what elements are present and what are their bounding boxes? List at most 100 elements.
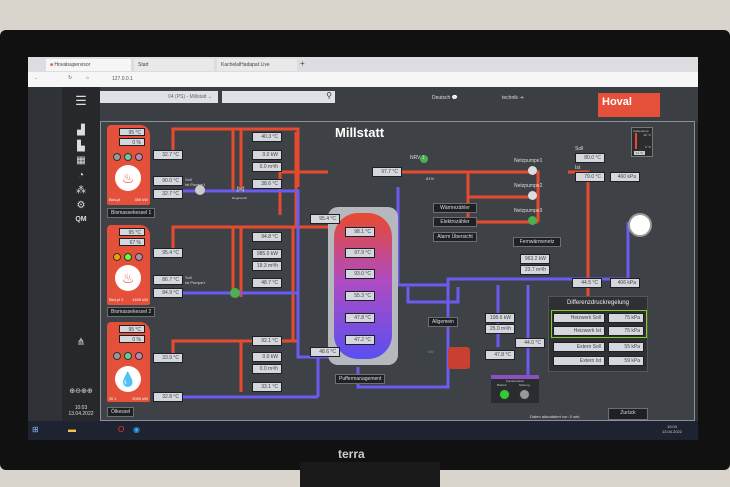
boiler-model: BioLyt 2	[109, 297, 124, 302]
boiler-model: BioLyt	[109, 197, 120, 202]
general-button[interactable]: Allgemein	[428, 317, 458, 327]
qm-link[interactable]: QM	[75, 216, 87, 223]
grid-icon[interactable]: ⁂	[76, 185, 86, 196]
diff-row-value: 55 kPa	[608, 342, 644, 352]
aux-temp: 47.8 °C	[485, 350, 515, 360]
diff-row-value: 75 kPa	[608, 326, 644, 336]
diff-row-label: Heizwerk Ist	[553, 326, 605, 336]
network-pump-2-icon[interactable]	[528, 191, 537, 200]
network-ist-temp: 79.0 °C	[575, 172, 605, 182]
status-lamp	[113, 153, 121, 161]
aux-temp: 44.0 °C	[515, 338, 545, 348]
oil-boiler[interactable]: 95 °C 0 % 💧 Öl 1 2000 kW	[107, 322, 150, 402]
value: 985.0 kW	[252, 249, 282, 259]
diff-row-label: Extern Ist	[553, 356, 605, 366]
network-pump-1-icon[interactable]	[528, 166, 537, 175]
boiler-2-button[interactable]: Biomassekessel 2	[107, 307, 156, 317]
boiler-temp: 95 °C	[119, 325, 145, 333]
tab-label: Start	[138, 62, 149, 68]
tab-hovalsupervisor[interactable]: ■ Hovalsupervisor	[46, 59, 131, 71]
gear-icon[interactable]: ⚙	[76, 200, 86, 211]
url-field[interactable]: 127.0.0.1	[112, 76, 133, 82]
valve-icon[interactable]: ⋈	[236, 184, 245, 194]
new-tab-button[interactable]: +	[300, 59, 305, 68]
ist-temp: 32.8 °C	[153, 392, 183, 402]
address-bar: ← ↻ ⌂ 127.0.0.1	[28, 72, 698, 87]
expansion-vessel	[448, 347, 470, 369]
taskbar-date: 13.04.2022	[661, 429, 682, 434]
home-icon[interactable]: ⌂	[86, 75, 90, 81]
value: 19.3 m³/h	[252, 261, 282, 271]
opera-icon[interactable]: O	[118, 425, 125, 434]
zoom-icons[interactable]: ⊕⊖⊕⊕	[69, 388, 93, 395]
site-select-value: 04 (PS) - Millstatt	[168, 94, 207, 100]
pump-label: Soll Ist Pumpe1	[185, 275, 206, 285]
pump-icon[interactable]	[195, 185, 205, 195]
boiler-2[interactable]: 95 °C 67 % ♨ BioLyt 2 1400 kW	[107, 225, 150, 305]
electricity-meter-button[interactable]: Elektrozähler	[433, 217, 477, 227]
pump-label: Soll Ist Pumpe1	[185, 177, 205, 187]
search-icon[interactable]: ⚲	[326, 91, 332, 100]
diff-row-label: Extern Soll	[553, 342, 605, 352]
status-lamp	[124, 153, 132, 161]
buffer-temp: 47.8 °C	[345, 313, 375, 323]
pie-icon[interactable]: ◔	[77, 170, 85, 181]
boiler-1[interactable]: 95 °C 0 % ♨ BioLyt 350 kW	[107, 125, 150, 205]
district-network-button[interactable]: Fernwärmenetz	[513, 237, 561, 247]
edge-icon[interactable]: ◉	[133, 425, 140, 434]
network-soll-temp: 80.0 °C	[575, 153, 605, 163]
heat-meter-button[interactable]: Wärmezähler	[433, 203, 477, 213]
monitor-stand	[300, 462, 440, 487]
boiler-power: 1400 kW	[132, 297, 148, 302]
outdoor-thermometer: Außentemp 40 °C 0 °C 11 °C	[631, 127, 653, 157]
heizwerk-highlight	[551, 310, 647, 338]
explorer-icon[interactable]: ▬	[68, 425, 76, 434]
boiler-power: 2000 kW	[132, 396, 148, 401]
boiler-model: Öl 1	[109, 396, 117, 401]
plant-icon[interactable]: ▟	[77, 125, 85, 136]
status-lamp	[113, 253, 121, 261]
boiler-1-button[interactable]: Biomassekessel 1	[107, 208, 156, 218]
value: 48.7 °C	[252, 278, 282, 288]
user-button[interactable]: technik ⇥	[502, 95, 524, 101]
language-label: Deutsch	[432, 95, 451, 101]
network-pump-3-icon[interactable]	[528, 216, 537, 225]
nrv-label: NRV 1	[410, 155, 425, 161]
table-icon[interactable]: ▦	[76, 155, 86, 166]
network-pump-1-label: Netzpumpe1	[514, 158, 543, 164]
value: 38.6 °C	[252, 179, 282, 189]
tab-live[interactable]: KachelalHadapat Live	[217, 59, 297, 71]
buffer-management-button[interactable]: Puffermanagement	[335, 374, 386, 384]
outdoor-max: 40 °C	[643, 133, 651, 137]
boiler-load: 0 %	[119, 335, 145, 343]
network-icon[interactable]: ⋔	[76, 337, 86, 348]
search-input[interactable]: ⚲	[222, 91, 335, 103]
outdoor-min: 0 °C	[645, 145, 651, 149]
pipe-bypass-1	[231, 129, 243, 192]
boiler-load: 67 %	[119, 238, 145, 246]
site-select[interactable]: 04 (PS) - Millstatt ⌄	[100, 91, 218, 103]
value: 0.0 m³/h	[252, 364, 282, 374]
chart-icon[interactable]: ▙	[77, 141, 85, 152]
back-icon[interactable]: ←	[34, 75, 39, 81]
windows-start-icon[interactable]: ⊞	[32, 425, 39, 434]
monitor-brand: terra	[338, 447, 365, 461]
oil-boiler-button[interactable]: Ölkessel	[107, 407, 135, 417]
language-button[interactable]: Deutsch 💬	[432, 95, 458, 101]
pipes	[153, 127, 652, 399]
alarm-overview-button[interactable]: Alarm Übersicht	[433, 232, 477, 242]
diff-pressure-panel: Differenzdruckregelung Heizwerk Soll 75 …	[548, 296, 648, 372]
buffer-temp: 55.3 °C	[345, 291, 375, 301]
network-return-temp: 44.5 °C	[572, 278, 602, 288]
reload-icon[interactable]: ↻	[68, 75, 73, 81]
back-button[interactable]: Zurück	[608, 408, 648, 420]
network-return-pressure: 406 kPa	[610, 278, 640, 288]
pump-icon[interactable]	[230, 288, 240, 298]
boiler-temp: 95 °C	[119, 228, 145, 236]
menu-icon[interactable]: ☰	[75, 93, 87, 108]
ist-temp: 84.9 °C	[153, 288, 183, 298]
tab-start[interactable]: Start	[134, 59, 214, 71]
